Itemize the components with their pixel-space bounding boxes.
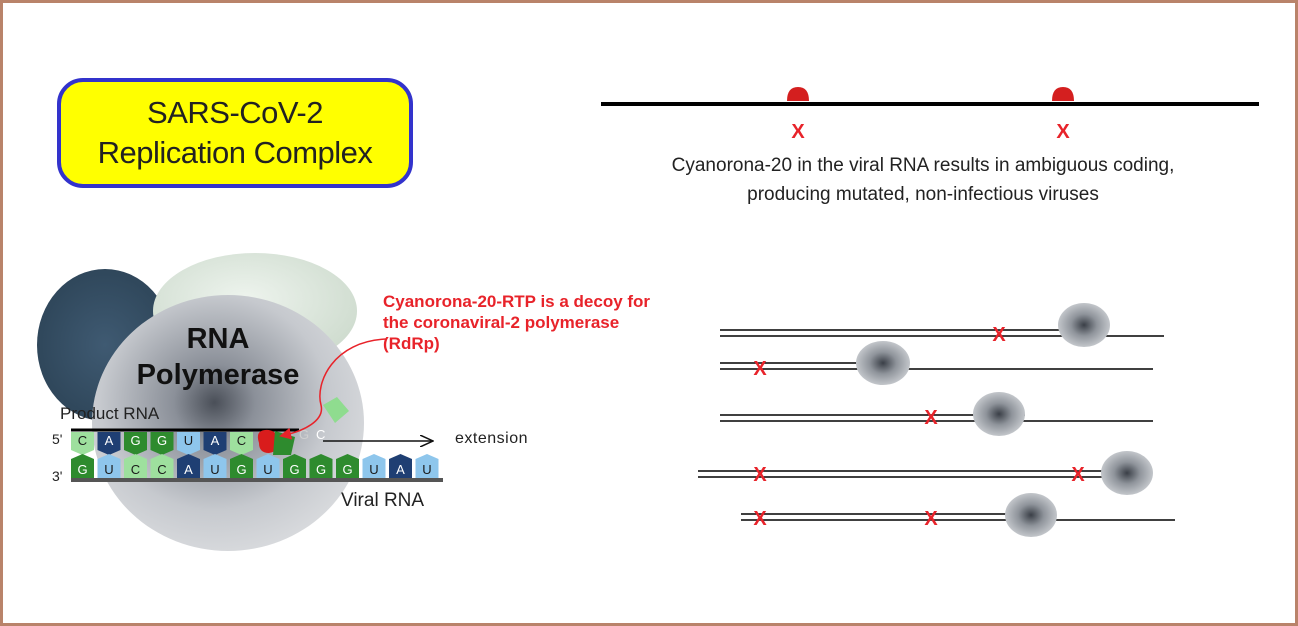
decoy-note: Cyanorona-20-RTP is a decoy for the coro… — [383, 291, 713, 354]
template-base: C — [124, 454, 147, 478]
title-line-1: SARS-CoV-2 — [147, 95, 323, 130]
cyanorona-marker — [787, 87, 809, 101]
base-letter: G — [236, 462, 246, 477]
base-letter: A — [184, 462, 193, 477]
title-box: SARS-CoV-2 Replication Complex — [57, 78, 413, 188]
viral-rna-label: Viral RNA — [341, 490, 425, 511]
template-base: U — [256, 454, 280, 478]
polymerase-blob — [856, 341, 910, 385]
cyanorona-marker — [1052, 87, 1074, 101]
base-letter: U — [422, 462, 431, 477]
mutation-x-mark: X — [753, 508, 767, 530]
base-letter: C — [78, 433, 87, 448]
polymerase-label: RNA Polymerase — [113, 321, 323, 393]
polymerase-blob — [973, 392, 1025, 436]
mutation-x-mark: X — [791, 121, 805, 143]
extension-label: extension — [455, 430, 528, 447]
product-rna-label: Product RNA — [60, 404, 160, 423]
base-letter: C — [131, 462, 140, 477]
top-caption-line-1: Cyanorona-20 in the viral RNA results in… — [671, 155, 1175, 176]
mutation-x-mark: X — [1056, 121, 1070, 143]
polymerase-blob — [1058, 303, 1110, 347]
decoy-note-line-2: the coronaviral-2 polymerase — [383, 313, 620, 332]
incoming-base-c: C — [316, 427, 325, 442]
template-base: U — [97, 454, 121, 478]
template-base: A — [177, 454, 200, 478]
product-base: C — [230, 432, 253, 455]
mutation-x-mark: X — [924, 508, 938, 530]
base-letter: G — [316, 462, 326, 477]
template-base: A — [389, 454, 412, 478]
mutation-x-mark: X — [1071, 464, 1085, 486]
decoy-note-line-1: Cyanorona-20-RTP is a decoy for — [383, 292, 651, 311]
product-base: C — [71, 432, 94, 455]
rna-polymerase-body — [92, 295, 364, 551]
template-base: C — [150, 454, 174, 478]
template-base: G — [283, 454, 306, 478]
base-letter: G — [342, 462, 352, 477]
base-letter: G — [157, 433, 167, 448]
base-letter: G — [130, 433, 140, 448]
top-rna-strand: X X — [601, 87, 1259, 143]
polymerase-complex — [37, 253, 364, 551]
base-letter: U — [369, 462, 378, 477]
polymerase-label-line-2: Polymerase — [136, 359, 300, 391]
template-base: U — [362, 454, 386, 478]
mutated-rna-products: X X X X X X X — [698, 303, 1175, 537]
base-letter: U — [104, 462, 113, 477]
polymerase-blob — [1005, 493, 1057, 537]
base-letter: U — [263, 462, 272, 477]
base-letter: A — [211, 433, 220, 448]
incoming-nucleotide — [323, 397, 349, 423]
mutation-x-mark: X — [992, 324, 1006, 346]
product-base: A — [203, 432, 227, 455]
top-caption: Cyanorona-20 in the viral RNA results in… — [563, 151, 1283, 209]
base-letter: C — [237, 433, 246, 448]
template-base: U — [203, 454, 227, 478]
base-letter: U — [184, 433, 193, 448]
mutation-x-mark: X — [924, 407, 938, 429]
template-base: G — [336, 454, 359, 478]
mutation-x-mark: X — [753, 464, 767, 486]
title-line-2: Replication Complex — [97, 135, 373, 170]
base-letter: U — [210, 462, 219, 477]
five-prime-label: 5' — [52, 431, 63, 447]
decoy-note-line-3: (RdRp) — [383, 334, 440, 353]
template-base: G — [71, 454, 94, 478]
incoming-base-g: G — [299, 427, 309, 442]
product-base: G — [150, 432, 174, 455]
template-base: U — [415, 454, 439, 478]
base-letter: G — [77, 462, 87, 477]
base-letter: C — [157, 462, 166, 477]
product-base: U — [177, 432, 200, 455]
product-base: G — [124, 432, 147, 455]
decoy-arrow — [279, 338, 388, 440]
base-letter: A — [396, 462, 405, 477]
top-caption-line-2: producing mutated, non-infectious viruse… — [747, 184, 1099, 205]
polymerase-label-line-1: RNA — [186, 323, 250, 355]
template-base: G — [230, 454, 253, 478]
product-base: A — [97, 432, 121, 455]
mutation-x-mark: X — [753, 358, 767, 380]
base-letter: G — [289, 462, 299, 477]
template-base: G — [309, 454, 333, 478]
polymerase-blob — [1101, 451, 1153, 495]
base-letter: A — [105, 433, 114, 448]
three-prime-label: 3' — [52, 468, 63, 484]
